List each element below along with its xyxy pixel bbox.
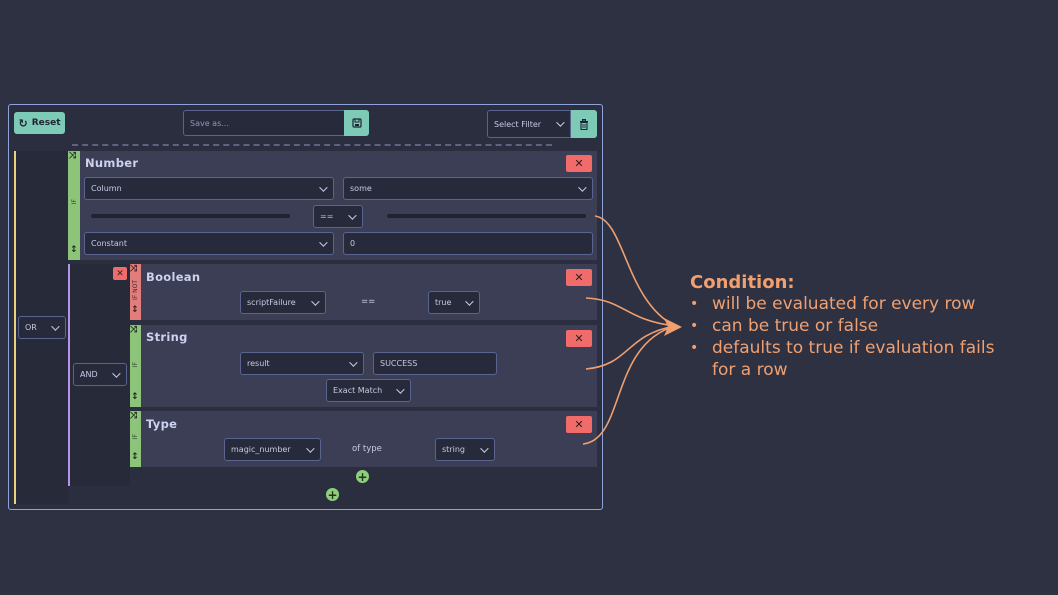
or-operator-select[interactable]: OR: [18, 316, 66, 339]
shuffle-icon[interactable]: ⤨: [130, 325, 138, 335]
condition-annotation: Condition: will be evaluated for every r…: [690, 272, 1050, 381]
drag-handle-icon[interactable]: ↕: [131, 305, 139, 315]
boolean-value-select[interactable]: true: [428, 291, 480, 314]
string-match-value: Exact Match: [333, 386, 383, 395]
or-group-line: [14, 151, 16, 504]
type-field-select[interactable]: magic_number: [224, 438, 321, 461]
annotation-bullet: can be true or false: [690, 315, 1050, 337]
delete-and-group-button[interactable]: ✕: [113, 267, 127, 280]
type-card-title: Type: [146, 417, 178, 431]
number-comparator-value: ==: [320, 212, 334, 221]
select-filter-dropdown[interactable]: Select Filter: [487, 110, 571, 138]
left-range-slider[interactable]: [91, 214, 290, 218]
boolean-condition-card: [141, 264, 597, 320]
number-aggregate-select[interactable]: some: [343, 177, 593, 200]
drag-handle-icon[interactable]: ↕: [131, 452, 139, 462]
reset-button[interactable]: ↻ Reset: [14, 112, 65, 134]
drag-handle-icon[interactable]: ↕: [131, 392, 139, 402]
annotation-bullet: will be evaluated for every row: [690, 293, 1050, 315]
close-icon: ✕: [574, 332, 584, 345]
string-drag-strip[interactable]: [130, 325, 141, 407]
select-filter-label: Select Filter: [494, 119, 542, 129]
type-drag-strip[interactable]: [130, 411, 141, 467]
close-icon: ✕: [116, 268, 124, 279]
drag-handle-icon[interactable]: ↕: [70, 245, 78, 255]
type-condition-card: [141, 411, 597, 467]
string-value-input[interactable]: SUCCESS: [373, 352, 497, 375]
boolean-card-title: Boolean: [146, 270, 201, 284]
reset-icon: ↻: [18, 116, 28, 130]
delete-boolean-button[interactable]: ✕: [566, 269, 592, 286]
add-condition-to-and-button[interactable]: +: [356, 470, 369, 483]
string-field-select[interactable]: result: [240, 352, 364, 375]
close-icon: ✕: [574, 157, 584, 170]
delete-number-button[interactable]: ✕: [566, 155, 592, 172]
annotation-bullet-continuation: for a row: [712, 360, 788, 380]
type-value-select[interactable]: string: [435, 438, 495, 461]
number-value-input[interactable]: 0: [343, 232, 593, 255]
type-field-value: magic_number: [231, 445, 291, 454]
and-group-line: [68, 264, 70, 486]
or-operator-value: OR: [25, 323, 37, 332]
number-column-value: Column: [91, 184, 122, 193]
number-value-type-select[interactable]: Constant: [84, 232, 334, 255]
right-range-slider[interactable]: [387, 214, 586, 218]
trash-icon: [580, 118, 588, 130]
save-as-placeholder: Save as...: [190, 118, 229, 128]
drop-zone-divider: [72, 144, 552, 146]
close-icon: ✕: [574, 271, 584, 284]
boolean-comparator: ==: [361, 297, 376, 307]
number-value: 0: [350, 239, 356, 248]
delete-type-button[interactable]: ✕: [566, 416, 592, 433]
plus-icon: +: [327, 487, 338, 502]
boolean-field-value: scriptFailure: [247, 298, 296, 307]
number-column-select[interactable]: Column: [84, 177, 334, 200]
boolean-field-select[interactable]: scriptFailure: [240, 291, 326, 314]
number-aggregate-value: some: [350, 184, 372, 193]
boolean-value: true: [435, 298, 452, 307]
delete-filter-button[interactable]: [571, 110, 597, 138]
delete-string-button[interactable]: ✕: [566, 330, 592, 347]
save-button[interactable]: [344, 110, 369, 136]
annotation-title: Condition:: [690, 272, 795, 293]
reset-label: Reset: [31, 118, 61, 128]
string-field-value: result: [247, 359, 270, 368]
number-card-title: Number: [85, 156, 139, 170]
number-comparator-select[interactable]: ==: [313, 205, 363, 228]
annotation-bullet: defaults to true if evaluation fails: [690, 337, 1050, 359]
boolean-drag-strip[interactable]: [130, 264, 141, 320]
type-of-type-label: of type: [352, 444, 382, 454]
floppy-disk-icon: [351, 118, 362, 128]
number-value-type: Constant: [91, 239, 127, 248]
string-value: SUCCESS: [380, 359, 418, 368]
plus-icon: +: [357, 469, 368, 484]
add-condition-to-or-button[interactable]: +: [326, 488, 339, 501]
close-icon: ✕: [574, 418, 584, 431]
number-drag-strip[interactable]: [68, 151, 80, 260]
shuffle-icon[interactable]: ⤨: [69, 151, 77, 161]
string-card-title: String: [146, 330, 188, 344]
shuffle-icon[interactable]: ⤨: [130, 264, 138, 274]
type-value: string: [442, 445, 465, 454]
and-operator-select[interactable]: AND: [73, 363, 127, 386]
string-match-select[interactable]: Exact Match: [326, 379, 411, 402]
shuffle-icon[interactable]: ⤨: [130, 411, 138, 421]
and-operator-value: AND: [80, 370, 98, 379]
